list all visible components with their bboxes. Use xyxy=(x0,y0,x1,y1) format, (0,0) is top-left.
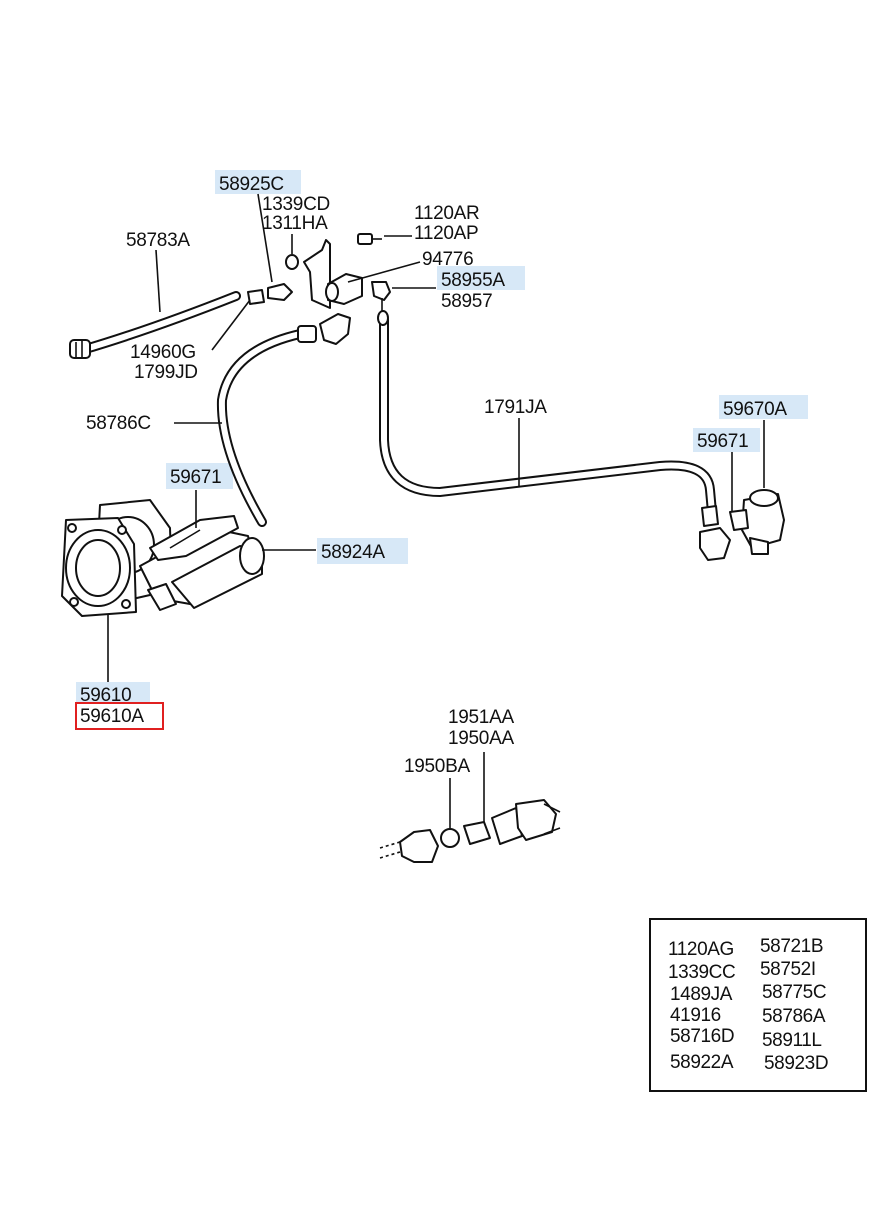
bleeder-detail-1950 xyxy=(379,799,561,863)
parts-table-item[interactable]: 58721B xyxy=(760,936,824,957)
parts-table-item[interactable]: 58786A xyxy=(762,1006,826,1027)
parts-table-item[interactable]: 58922A xyxy=(670,1052,734,1073)
parts-table-item[interactable]: 1120AG xyxy=(668,939,734,960)
label-94776[interactable]: 94776 xyxy=(422,249,474,270)
label-59670A[interactable]: 59670A xyxy=(723,399,788,420)
connector-assembly-center xyxy=(247,233,391,345)
parts-table-border xyxy=(649,918,867,1092)
label-59671-right[interactable]: 59671 xyxy=(697,431,749,452)
label-58955A[interactable]: 58955A xyxy=(441,270,506,291)
highlight-58924A xyxy=(317,538,408,564)
label-59610A[interactable]: 59610A xyxy=(80,706,145,727)
parts-table-item[interactable]: 58775C xyxy=(762,982,827,1003)
label-1950AA[interactable]: 1950AA xyxy=(448,728,515,749)
pipe-1791JA xyxy=(379,315,717,517)
label-58957[interactable]: 58957 xyxy=(441,291,493,312)
hose-58786C xyxy=(216,325,317,527)
parts-table-item[interactable]: 58911L xyxy=(762,1030,822,1051)
highlight-58955A xyxy=(437,266,525,290)
parts-table-item[interactable]: 41916 xyxy=(670,1005,721,1026)
parts-table-item[interactable]: 58716D xyxy=(670,1026,735,1047)
highlight-58925C xyxy=(215,170,301,194)
label-1120AR[interactable]: 1120AR xyxy=(414,203,480,224)
hose-58783A xyxy=(69,291,241,359)
highlight-59610 xyxy=(76,682,150,704)
parts-table-item[interactable]: 58923D xyxy=(764,1053,829,1074)
label-1951AA[interactable]: 1951AA xyxy=(448,707,515,728)
master-cylinder-assembly-59610 xyxy=(61,499,265,617)
label-1311HA[interactable]: 1311HA xyxy=(262,213,328,234)
label-59671-left[interactable]: 59671 xyxy=(170,467,222,488)
parts-table-item[interactable]: 1339CC xyxy=(668,962,736,983)
highlight-59671-right xyxy=(693,428,760,452)
label-1120AP[interactable]: 1120AP xyxy=(414,223,479,244)
parts-table: 1120AG 1339CC 1489JA 41916 58716D 58922A… xyxy=(649,918,867,1092)
selected-part-outline-59610A[interactable] xyxy=(75,702,164,730)
label-1791JA[interactable]: 1791JA xyxy=(484,397,548,418)
label-58924A[interactable]: 58924A xyxy=(321,542,386,563)
highlight-59670A xyxy=(719,395,808,419)
label-1339CD[interactable]: 1339CD xyxy=(262,194,330,215)
part-labels: 58925C 1339CD 1311HA 1120AR 1120AP 58783… xyxy=(80,174,788,777)
label-58786C[interactable]: 58786C xyxy=(86,413,151,434)
label-58925C[interactable]: 58925C xyxy=(219,174,284,195)
highlight-59671-left xyxy=(166,463,233,489)
label-58783A[interactable]: 58783A xyxy=(126,230,191,251)
label-59610[interactable]: 59610 xyxy=(80,685,132,706)
release-cylinder-59670A xyxy=(699,489,785,561)
label-1799JD[interactable]: 1799JD xyxy=(134,362,198,383)
parts-table-item[interactable]: 58752I xyxy=(760,959,816,980)
label-14960G[interactable]: 14960G xyxy=(130,342,196,363)
label-1950BA[interactable]: 1950BA xyxy=(404,756,471,777)
leader-lines xyxy=(107,193,765,828)
parts-table-item[interactable]: 1489JA xyxy=(670,984,733,1005)
